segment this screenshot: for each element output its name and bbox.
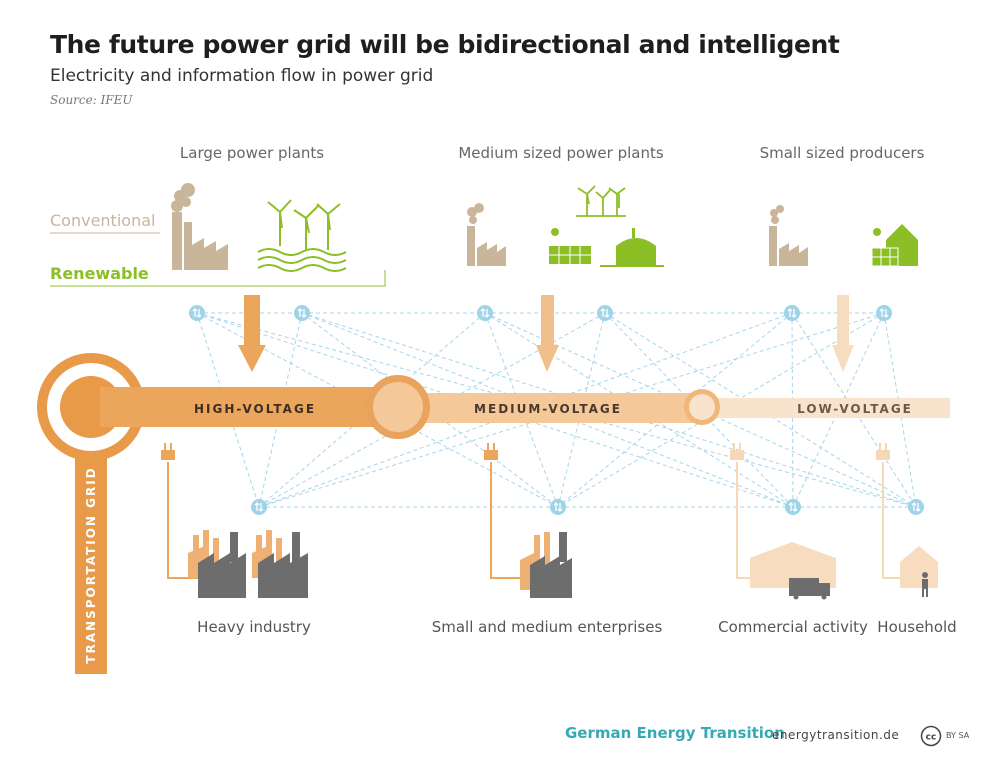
commercial-activity-label: Commercial activity (718, 618, 868, 636)
info-node-icon (908, 499, 924, 515)
medium-conventional-plant-icon (467, 203, 506, 266)
truck-icon (789, 578, 830, 600)
heavy-industry-label: Heavy industry (197, 618, 311, 636)
low-voltage-label: LOW-VOLTAGE (797, 402, 913, 416)
info-node-icon (189, 305, 205, 321)
transportation-grid-label: TRANSPORTATION GRID (84, 466, 98, 664)
plug-icon (484, 443, 498, 460)
small-producers-heading: Small sized producers (759, 144, 925, 162)
high-voltage-label: HIGH-VOLTAGE (193, 402, 317, 416)
info-link (301, 312, 917, 508)
household-label: Household (877, 618, 957, 636)
sme-factory-icon (520, 532, 572, 598)
legend-renewable: Renewable (50, 264, 149, 283)
commercial-feeder (736, 462, 752, 579)
sme-feeder (490, 462, 522, 579)
biogas-plant-icon (600, 228, 664, 267)
info-link (301, 312, 794, 508)
low-voltage-bar (700, 398, 950, 418)
medium-voltage-label: MEDIUM-VOLTAGE (474, 402, 622, 416)
info-node-icon (294, 305, 310, 321)
info-link (791, 312, 794, 508)
info-node-icon (251, 499, 267, 515)
info-node-icon (784, 305, 800, 321)
info-node-icon (477, 305, 493, 321)
high-voltage-bar (100, 387, 400, 427)
small-conventional-plant-icon (769, 205, 808, 266)
page-title: The future power grid will be bidirectio… (50, 30, 840, 59)
info-link (301, 312, 559, 508)
solar-house-icon (871, 224, 918, 267)
info-node-icon (597, 305, 613, 321)
page-subtitle: Electricity and information flow in powe… (50, 66, 434, 86)
info-link (557, 312, 793, 508)
plug-icon (876, 443, 890, 460)
legend-conventional: Conventional (50, 211, 156, 230)
svg-text:cc: cc (926, 733, 937, 743)
sme-label: Small and medium enterprises (431, 618, 663, 636)
license-label: BY SA (946, 731, 970, 740)
medium-plant-feed-arrow (536, 295, 559, 372)
info-node-icon (550, 499, 566, 515)
plug-icon (730, 443, 744, 460)
offshore-wind-farm-icon (257, 199, 347, 272)
info-node-icon (785, 499, 801, 515)
website-link[interactable]: energytransition.de (772, 728, 900, 742)
info-node-icon (876, 305, 892, 321)
conventional-power-plant-icon (171, 183, 228, 270)
source-note: Source: IFEU (50, 93, 133, 107)
creative-commons-icon: cc (920, 725, 942, 747)
large-power-plants-heading: Large power plants (179, 144, 325, 162)
solar-panels-icon (549, 228, 591, 264)
renewable-legend-rule (50, 270, 386, 287)
household-feeder (882, 462, 900, 579)
person-icon (922, 572, 928, 597)
heavy-industry-icon (188, 530, 308, 598)
household-house-icon (900, 546, 938, 597)
medium-power-plants-heading: Medium sized power plants (458, 144, 664, 162)
large-plant-feed-arrow (238, 295, 266, 372)
commercial-warehouse-icon (750, 542, 836, 600)
wind-turbines-icon (576, 185, 626, 217)
brand-logo-text[interactable]: German Energy Transition (565, 724, 785, 742)
medium-voltage-bar (398, 393, 703, 423)
small-producer-feed-arrow (832, 295, 854, 372)
transportation-grid (37, 353, 145, 674)
plug-icon (161, 443, 175, 460)
